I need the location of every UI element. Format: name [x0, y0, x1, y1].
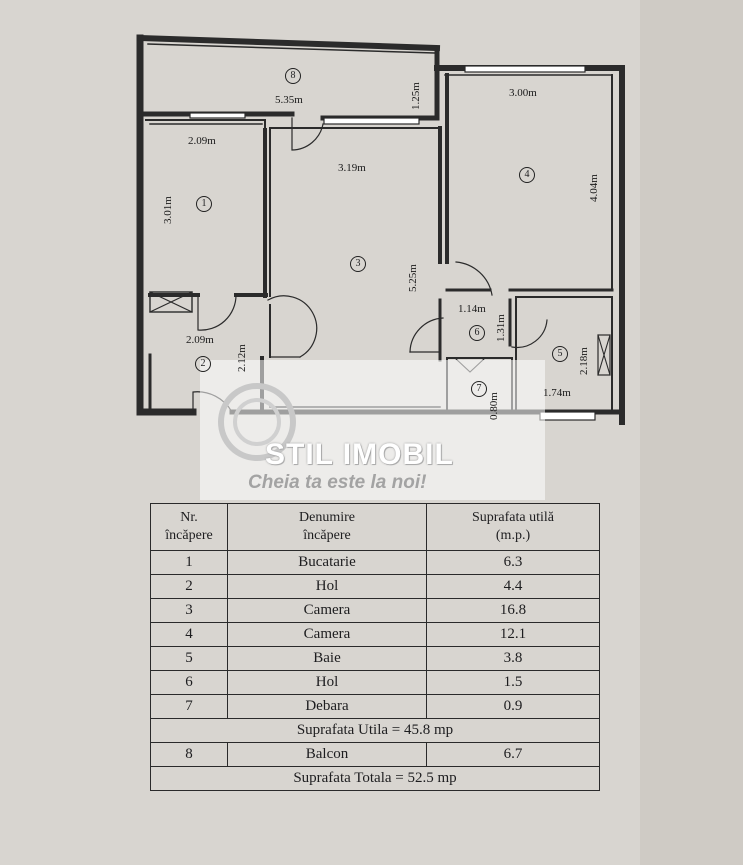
dim-room4-depth: 4.04m: [588, 174, 600, 202]
cell-area: 16.8: [426, 598, 600, 623]
grand-total: Suprafata Totala = 52.5 mp: [150, 766, 600, 791]
dim-room4-width: 3.00m: [509, 87, 537, 99]
watermark-slogan: Cheia ta este la noi!: [248, 472, 427, 493]
dim-hall6-width: 1.14m: [458, 303, 486, 315]
cell-area: 0.9: [426, 694, 600, 719]
dim-hall-depth: 2.12m: [236, 344, 248, 372]
cell-nr: 1: [150, 550, 228, 575]
table-row: 4 Camera 12.1: [150, 622, 600, 647]
room-number-7: 7: [471, 381, 487, 397]
cell-area: 6.3: [426, 550, 600, 575]
table-row: 5 Baie 3.8: [150, 646, 600, 671]
grand-total-row: Suprafata Totala = 52.5 mp: [150, 766, 600, 791]
dim-balcony-depth: 1.25m: [410, 82, 422, 110]
table-row: 1 Bucatarie 6.3: [150, 550, 600, 575]
header-room-number: Nr. încăpere: [150, 503, 228, 551]
room-number-8: 8: [285, 68, 301, 84]
room-number-2: 2: [195, 356, 211, 372]
cell-nr: 8: [150, 742, 228, 767]
table-row: 3 Camera 16.8: [150, 598, 600, 623]
table-row: 2 Hol 4.4: [150, 574, 600, 599]
cell-nr: 7: [150, 694, 228, 719]
room-number-1: 1: [196, 196, 212, 212]
dim-storage-depth: 0.80m: [488, 392, 500, 420]
cell-area: 12.1: [426, 622, 600, 647]
dim-hall-width: 2.09m: [186, 334, 214, 346]
cell-name: Hol: [227, 670, 427, 695]
room-number-3: 3: [350, 256, 366, 272]
key-logo-icon: [218, 383, 296, 461]
cell-area: 6.7: [426, 742, 600, 767]
useful-total: Suprafata Utila = 45.8 mp: [150, 718, 600, 743]
balcony-row: 8 Balcon 6.7: [150, 742, 600, 767]
cell-name: Balcon: [227, 742, 427, 767]
cell-name: Bucatarie: [227, 550, 427, 575]
cell-area: 3.8: [426, 646, 600, 671]
cell-nr: 4: [150, 622, 228, 647]
cell-area: 4.4: [426, 574, 600, 599]
header-area-text: Suprafata utilă (m.p.): [471, 510, 555, 543]
dim-room3-width: 3.19m: [338, 162, 366, 174]
header-room-name: Denumire încăpere: [227, 503, 427, 551]
table-header-row: Nr. încăpere Denumire încăpere Suprafata…: [150, 503, 600, 551]
wall-outer-left: [136, 34, 197, 416]
cell-nr: 5: [150, 646, 228, 671]
cell-name: Hol: [227, 574, 427, 599]
dim-room3-depth: 5.25m: [407, 264, 419, 292]
header-area: Suprafata utilă (m.p.): [426, 503, 600, 551]
dim-bath-depth: 2.18m: [578, 347, 590, 375]
room-number-5: 5: [552, 346, 568, 362]
cell-name: Camera: [227, 622, 427, 647]
useful-total-row: Suprafata Utila = 45.8 mp: [150, 718, 600, 743]
cell-nr: 2: [150, 574, 228, 599]
cell-name: Debara: [227, 694, 427, 719]
cell-area: 1.5: [426, 670, 600, 695]
dim-hall6-depth: 1.31m: [495, 314, 507, 342]
rooms-table: Nr. încăpere Denumire încăpere Suprafata…: [150, 503, 600, 791]
cell-nr: 6: [150, 670, 228, 695]
cell-nr: 3: [150, 598, 228, 623]
room-number-6: 6: [469, 325, 485, 341]
table-row: 7 Debara 0.9: [150, 694, 600, 719]
dim-balcony-width: 5.35m: [275, 94, 303, 106]
cell-name: Camera: [227, 598, 427, 623]
room-number-4: 4: [519, 167, 535, 183]
header-room-number-text: Nr. încăpere: [165, 510, 213, 543]
cell-name: Baie: [227, 646, 427, 671]
wall-balcony-top: [136, 34, 441, 52]
dim-kitchen-side: 3.01m: [162, 196, 174, 224]
dim-bath-width: 1.74m: [543, 387, 571, 399]
dim-kitchen-top: 2.09m: [188, 135, 216, 147]
header-room-name-text: Denumire încăpere: [299, 510, 355, 543]
table-row: 6 Hol 1.5: [150, 670, 600, 695]
watermark-brand: STIL IMOBIL: [265, 438, 454, 471]
